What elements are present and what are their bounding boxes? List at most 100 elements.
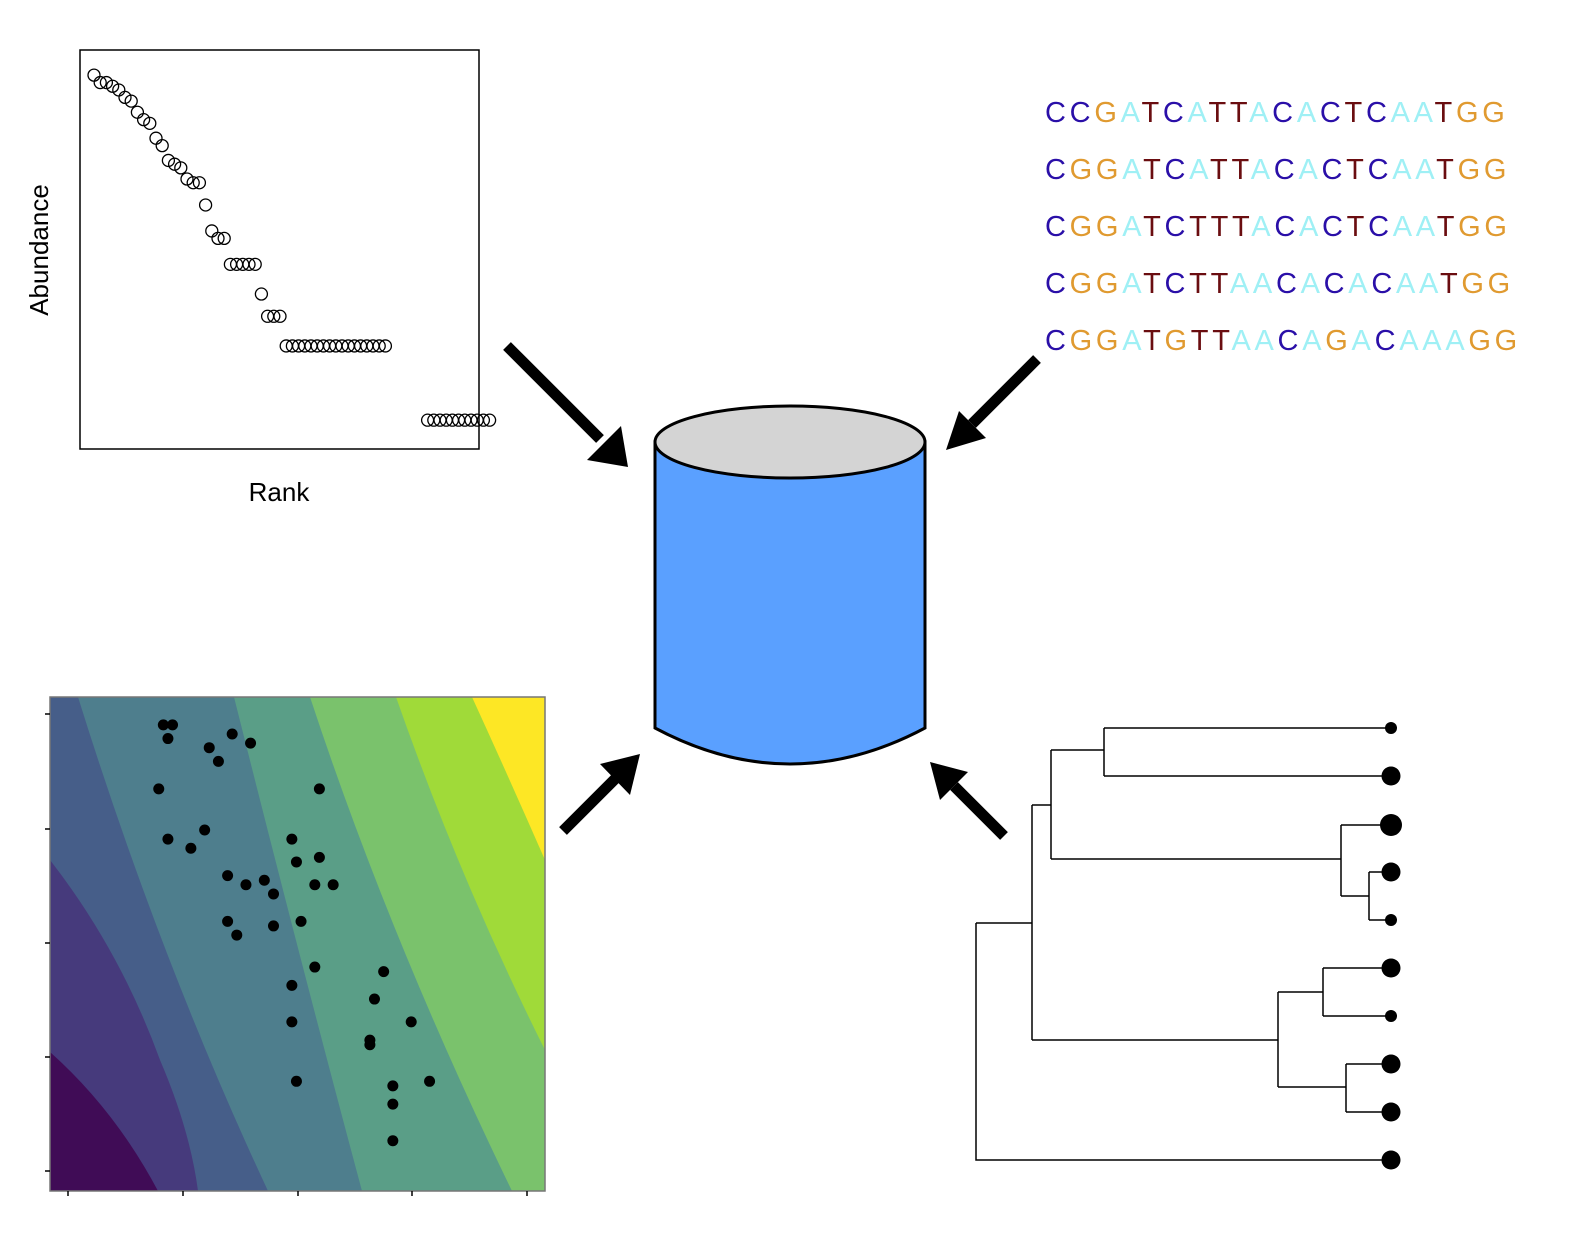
sequence-base: C (1165, 268, 1190, 300)
contour-point (268, 888, 279, 900)
sequence-base: G (1482, 97, 1508, 129)
rank-abundance-point (192, 176, 207, 190)
contour-point (258, 874, 270, 886)
contour-point (153, 783, 165, 795)
contour-point (290, 856, 302, 868)
sequence-base: C (1274, 154, 1299, 186)
sequence-base: A (1348, 268, 1371, 300)
contour-point (290, 1075, 302, 1087)
sequence-base: A (1299, 211, 1322, 243)
rank-abundance-points (87, 68, 497, 427)
sequence-row: CGGATGTTAACAGACAAAGG (1045, 325, 1521, 357)
database-body (653, 440, 927, 766)
sequence-base: A (1230, 268, 1253, 300)
sequence-base: A (1396, 268, 1419, 300)
rank-abundance-point (372, 339, 386, 353)
sequence-base: A (1122, 211, 1143, 243)
sequence-base: A (1302, 325, 1325, 357)
rank-abundance-point (273, 309, 287, 323)
contour-point (222, 870, 234, 882)
sequence-base: C (1368, 154, 1393, 186)
sequence-row: CGGATCATTACACTCAATGG (1045, 154, 1510, 186)
rank-abundance-point (124, 94, 138, 108)
rank-abundance-point (482, 413, 497, 427)
tree-tip (1381, 1054, 1401, 1074)
sequence-base: C (1366, 97, 1391, 129)
contour-point (203, 742, 215, 754)
sequence-base: A (1297, 97, 1320, 129)
contour-point (245, 737, 257, 749)
sequence-base: C (1045, 97, 1070, 129)
sequence-base: A (1414, 97, 1435, 129)
sequence-base: T (1211, 211, 1232, 243)
rank-abundance-point (143, 116, 157, 131)
sequence-base: G (1484, 154, 1510, 186)
rank-abundance-point (93, 75, 107, 90)
sequence-base: C (1322, 211, 1347, 243)
sequence-base: T (1230, 97, 1249, 129)
sequence-base: A (1188, 97, 1209, 129)
contour-point (313, 851, 325, 863)
rank-abundance-point (130, 105, 145, 119)
rank-abundance-point (378, 339, 393, 353)
sequence-base: A (1253, 268, 1276, 300)
contour-point (378, 966, 390, 978)
rank-abundance-point (205, 224, 219, 238)
sequence-base: A (1121, 97, 1142, 129)
contour-point (268, 920, 279, 932)
sequence-base: T (1346, 154, 1367, 186)
sequence-base: G (1094, 97, 1120, 129)
tree-branches (975, 727, 1391, 1161)
sequence-base: G (1096, 325, 1122, 357)
sequence-base: G (1325, 325, 1351, 357)
sequence-base: G (1070, 268, 1096, 300)
contour-point (368, 993, 380, 1005)
sequence-base: A (1251, 211, 1274, 243)
contour-point (226, 728, 238, 740)
contour-point (424, 1075, 436, 1087)
contour-point (286, 979, 298, 991)
rank-abundance-point (198, 198, 213, 212)
arrows (503, 342, 1041, 840)
sequence-base: T (1436, 154, 1457, 186)
contour-point (286, 833, 298, 845)
sequence-row: CCGATCATTACACTCAATGG (1045, 97, 1509, 129)
sequence-base: C (1276, 268, 1301, 300)
contour-point (286, 1016, 298, 1028)
rank-abundance-point (87, 68, 101, 82)
rank-abundance-point (211, 231, 225, 246)
rank-abundance-point (149, 131, 163, 145)
tree-tips (1380, 722, 1402, 1170)
tree-tip (1380, 814, 1402, 836)
rank-abundance-point (174, 161, 188, 175)
sequence-base: C (1368, 211, 1393, 243)
sequence-base: G (1458, 154, 1484, 186)
sequence-base: T (1345, 97, 1366, 129)
sequence-base: T (1232, 211, 1251, 243)
sequence-base: G (1488, 268, 1514, 300)
tree-tip (1385, 722, 1397, 734)
sequence-base: G (1461, 268, 1487, 300)
sequence-base: A (1392, 154, 1415, 186)
sequence-base: A (1249, 97, 1272, 129)
rank-abundance-point (242, 257, 256, 271)
sequence-base: T (1143, 154, 1164, 186)
sequence-base: C (1278, 325, 1303, 357)
sequence-base: T (1440, 268, 1461, 300)
contour-point (405, 1016, 417, 1028)
sequence-base: G (1456, 97, 1482, 129)
tree-tip (1385, 914, 1397, 926)
sequence-base: G (1458, 211, 1484, 243)
contour-point (309, 961, 321, 973)
tree-tip (1381, 1150, 1401, 1170)
contour-point (387, 1098, 399, 1110)
sequence-base: C (1274, 211, 1299, 243)
arrow-from-rank-abundance (503, 342, 628, 467)
arrow-from-contour-map (559, 754, 640, 835)
contour-point (162, 833, 174, 845)
sequence-base: A (1416, 211, 1437, 243)
contour-map (45, 696, 546, 1196)
sequence-base: T (1211, 268, 1230, 300)
sequence-base: C (1320, 97, 1345, 129)
